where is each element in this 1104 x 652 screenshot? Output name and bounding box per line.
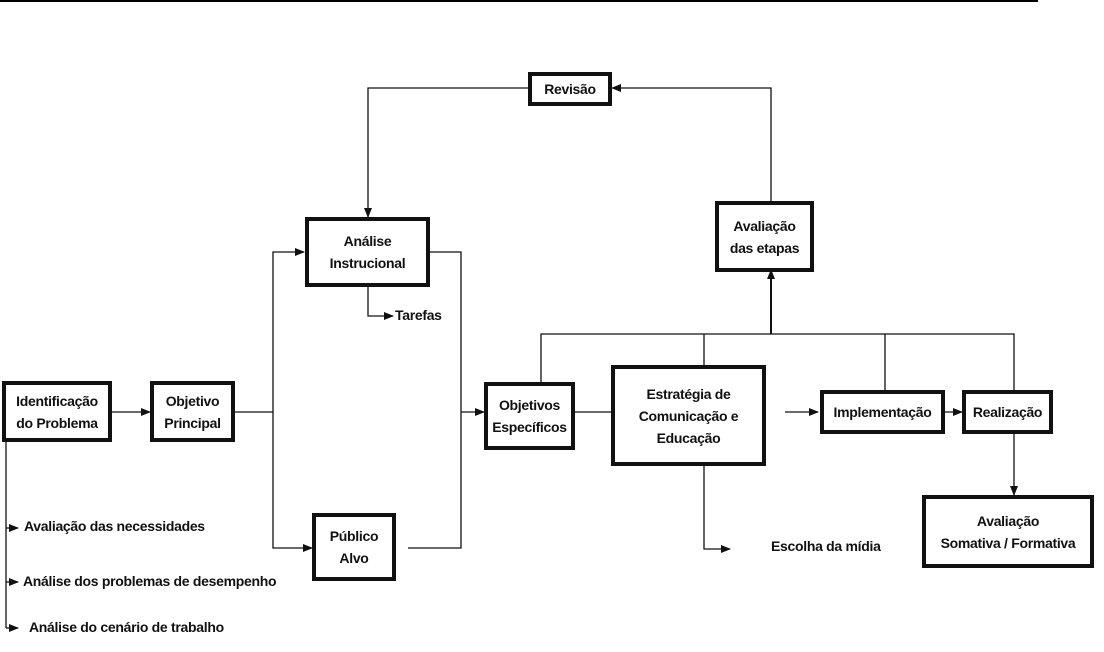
label-avaliacao-necessidades: Avaliação das necessidades — [24, 518, 205, 534]
box-avaliacao-etapas: Avaliação das etapas — [715, 201, 814, 272]
box-objetivo-principal-line1: Objetivo — [165, 392, 220, 409]
arrow-avaliacao-to-revisao — [611, 84, 772, 203]
box-objetivos-especificos: Objetivos Específicos — [484, 382, 575, 450]
box-publico-line1: Público — [329, 528, 379, 544]
box-analise-line1: Análise — [343, 233, 392, 249]
box-revisao-label: Revisão — [544, 81, 596, 97]
box-avaliacao-somativa-line2: Somativa / Formativa — [940, 534, 1076, 551]
box-analise-instrucional: Análise Instrucional — [305, 217, 430, 287]
box-avaliacao-etapas-line2: das etapas — [729, 239, 800, 256]
feedback-bus — [540, 333, 1015, 394]
box-revisao: Revisão — [528, 72, 612, 106]
box-realizacao: Realização — [962, 390, 1053, 434]
box-objetivo-principal: Objetivo Principal — [150, 381, 235, 442]
box-estrategia-line2: Comunicação e — [638, 407, 739, 424]
arrow-escolha-midia — [703, 465, 731, 553]
label-analise-problemas: Análise dos problemas de desempenho — [23, 573, 277, 589]
arrow-to-analise — [272, 248, 305, 412]
header-rule — [0, 0, 1038, 2]
box-objetivo-principal-line2: Principal — [164, 414, 221, 431]
box-implementacao: Implementação — [820, 390, 945, 434]
box-identificacao-line2: do Problema — [16, 414, 98, 431]
box-avaliacao-etapas-line1: Avaliação — [733, 217, 796, 234]
box-estrategia-line3: Educação — [656, 429, 721, 446]
label-analise-cenario: Análise do cenário de trabalho — [29, 619, 224, 635]
box-objetivos-especificos-line1: Objetivos — [498, 397, 561, 413]
box-estrategia-line1: Estratégia de — [646, 385, 731, 402]
line-analise-right — [408, 251, 462, 549]
label-escolha-midia: Escolha da mídia — [771, 538, 881, 554]
box-objetivos-especificos-line2: Específicos — [492, 419, 567, 435]
box-identificacao-line1: Identificação — [16, 392, 98, 409]
arrow-revisao-to-analise — [364, 87, 528, 218]
label-tarefas: Tarefas — [395, 307, 442, 323]
box-identificacao: Identificação do Problema — [2, 381, 112, 442]
box-avaliacao-somativa-line1: Avaliação — [976, 512, 1040, 529]
arrow-tarefas — [367, 286, 394, 320]
box-avaliacao-somativa: Avaliação Somativa / Formativa — [922, 495, 1094, 568]
arrow-to-publico — [272, 412, 313, 552]
box-realizacao-label: Realização — [972, 404, 1043, 420]
box-implementacao-label: Implementação — [833, 404, 932, 420]
box-publico-alvo: Público Alvo — [312, 513, 396, 581]
box-analise-line2: Instrucional — [329, 255, 406, 271]
box-estrategia: Estratégia de Comunicação e Educação — [611, 365, 766, 466]
box-publico-line2: Alvo — [339, 550, 369, 566]
